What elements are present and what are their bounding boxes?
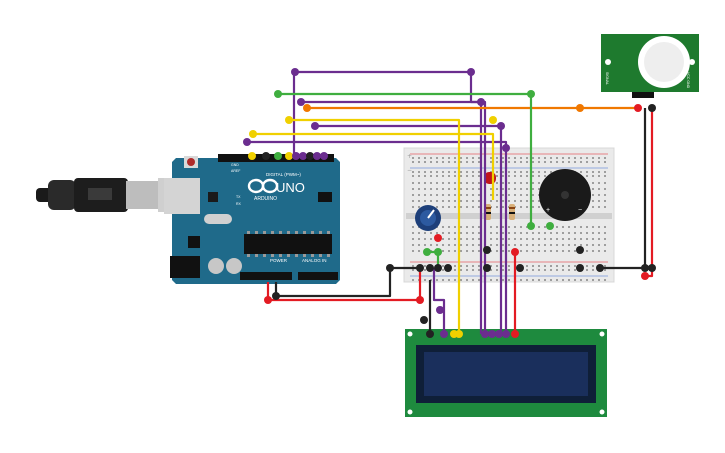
digital-header-label: DIGITAL (PWM~) <box>266 172 301 177</box>
gnd-label: GND <box>231 163 239 167</box>
arduino-board[interactable]: UNO ARDUINO DIGITAL (PWM~) POWER ANALOG … <box>164 154 340 284</box>
usb-cable <box>36 178 186 212</box>
brand-label: UNO <box>276 180 305 195</box>
buzzer-plus-label: + <box>546 207 550 214</box>
maker-label: ARDUINO <box>254 196 277 202</box>
wire-endpoints <box>243 68 656 338</box>
power-header <box>240 272 292 280</box>
power-jack <box>170 256 200 278</box>
pir-right-label: VCC GND <box>686 72 690 89</box>
potentiometer[interactable] <box>415 205 441 231</box>
tx-label: TX <box>236 195 241 199</box>
wire-purple-6 <box>432 268 446 334</box>
wire-yellow-2 <box>289 118 461 334</box>
arduino-logo: UNO ARDUINO <box>247 178 305 202</box>
lcd-screen <box>424 352 588 396</box>
analog-header <box>298 272 338 280</box>
pir-left-label: SIGNAL <box>605 72 609 85</box>
analog-header-label: ANALOG IN <box>302 258 327 263</box>
pir-sensor[interactable]: SIGNAL VCC GND <box>601 34 699 98</box>
piezo-buzzer[interactable]: + − <box>539 169 591 221</box>
wire-yellow-1 <box>253 132 495 200</box>
aref-label: AREF <box>231 169 240 173</box>
resistor-1[interactable] <box>485 204 491 220</box>
wire-red-1 <box>266 266 422 302</box>
atmega-chip <box>244 234 332 254</box>
rx-label: RX <box>236 202 242 206</box>
wire-black-1 <box>274 266 420 298</box>
lcd-display[interactable] <box>405 329 607 417</box>
wire-purple-4 <box>247 140 508 334</box>
power-header-label: POWER <box>270 258 288 263</box>
buzzer-minus-label: − <box>578 207 582 214</box>
rail-plus-label: + <box>407 153 412 160</box>
usb-jack <box>164 178 200 214</box>
resistor-2[interactable] <box>509 204 515 220</box>
rail-minus-label: − <box>407 167 412 174</box>
